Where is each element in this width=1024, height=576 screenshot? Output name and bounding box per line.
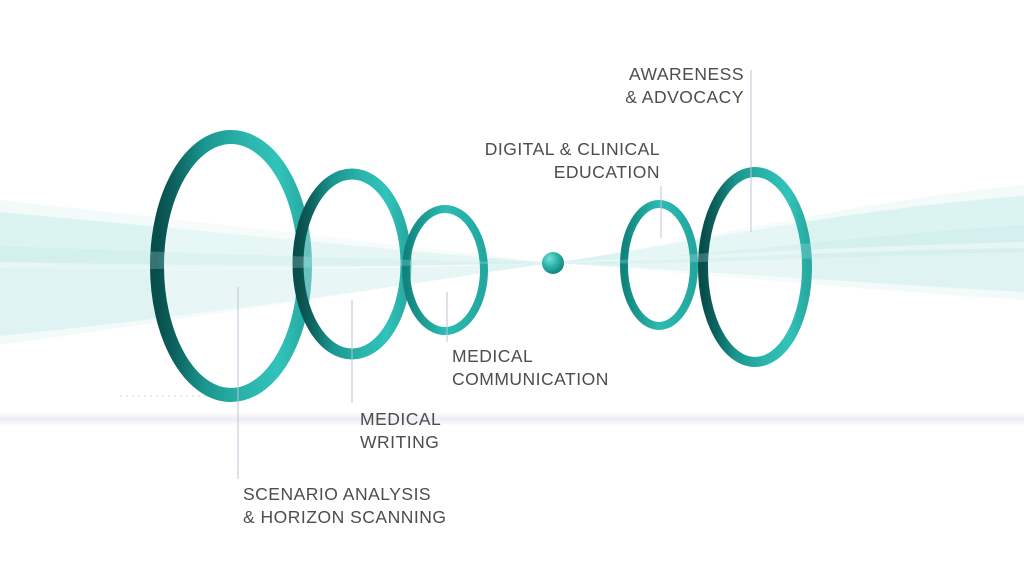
horizon-band [0, 412, 1024, 426]
light-wave [0, 185, 1024, 345]
focal-sphere [542, 252, 564, 274]
label-medical-communication: MEDICAL COMMUNICATION [452, 345, 609, 391]
ring-awareness-advocacy [698, 167, 812, 367]
label-awareness-advocacy: AWARENESS & ADVOCACY [625, 63, 744, 109]
wave-ribbon-front [0, 225, 1024, 269]
wave-ribbon [0, 196, 1024, 266]
label-text-line: MEDICAL [360, 409, 442, 429]
ring-digital-clinical-education [620, 200, 698, 330]
label-text-line: AWARENESS [628, 64, 744, 84]
label-text-line: WRITING [360, 432, 440, 453]
label-text-line: COMMUNICATION [452, 369, 609, 390]
label-text-line: DIGITAL & CLINICAL [484, 139, 660, 159]
ring-scenario-analysis [150, 130, 312, 402]
wave-ribbon [0, 185, 1024, 345]
label-text-line: SCENARIO ANALYSIS [243, 484, 432, 504]
wave-ribbon [0, 248, 1024, 336]
label-medical-writing: MEDICAL WRITING [360, 408, 441, 454]
label-text-line: MEDICAL [452, 346, 534, 366]
leader-lines [237, 70, 752, 479]
ring-medical-communication [402, 205, 488, 335]
label-digital-clinical-education: DIGITAL & CLINICAL EDUCATION [485, 138, 660, 184]
label-text-line: & ADVOCACY [625, 87, 744, 108]
label-text-line: EDUCATION [553, 162, 660, 183]
label-scenario-analysis: SCENARIO ANALYSIS & HORIZON SCANNING [243, 483, 446, 529]
label-text-line: & HORIZON SCANNING [243, 507, 447, 528]
